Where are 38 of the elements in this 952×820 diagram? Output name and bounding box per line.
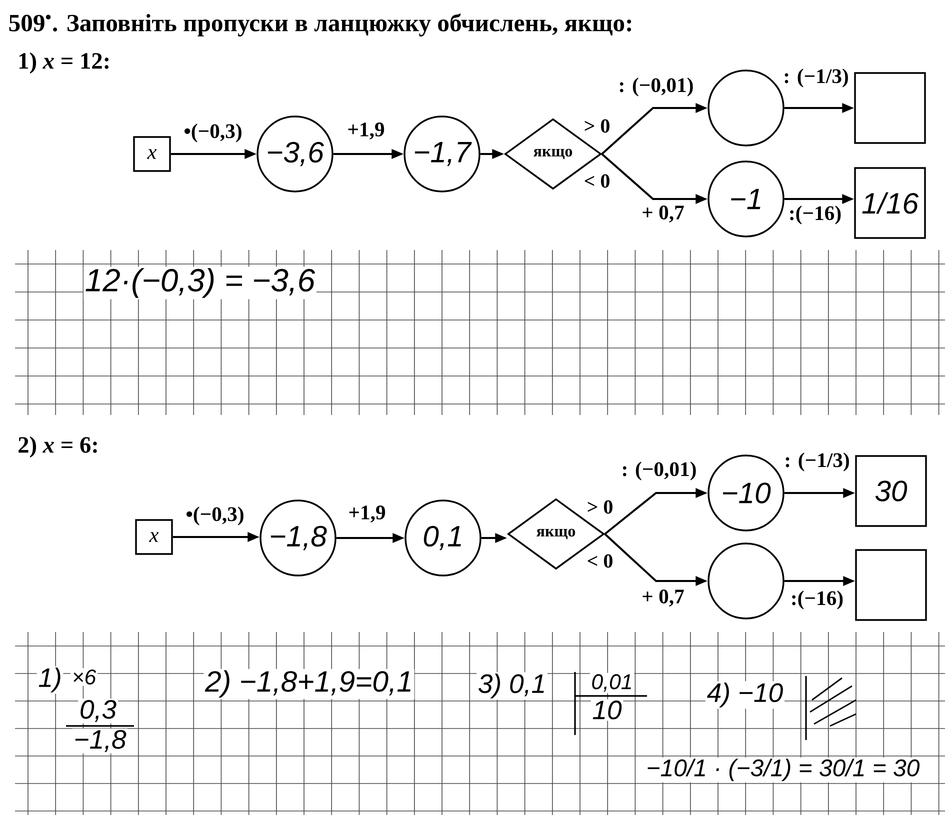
task-label: 1) x = 12:	[19, 52, 108, 74]
condition-label: < 0	[588, 554, 612, 568]
answer-box	[854, 72, 926, 144]
answer-box: 1/16	[854, 167, 926, 239]
handwritten-text: 4) −10	[706, 681, 785, 709]
handwritten-text: 0,01	[590, 672, 634, 694]
variable-box: x	[135, 519, 173, 555]
edge-label: + 0,7	[640, 588, 686, 608]
task-heading: 509$^{•}$. Заповніть пропуски в ланцюжку обчислень, якщо:	[9, 13, 632, 36]
edge-label: : (−1/3)	[782, 451, 852, 473]
edge-label: +1,9	[346, 504, 388, 524]
edge-label: + 0,7	[640, 204, 686, 224]
answer-box: 30	[855, 455, 927, 527]
edge-label: : (−0,01)	[620, 460, 698, 482]
edge-label: : (−1/3)	[782, 67, 850, 89]
handwritten-text: 1)	[36, 666, 64, 694]
handwritten-text: −10/1 · (−3/1) = 30/1 = 30	[644, 757, 922, 782]
edge-label: +1,9	[346, 121, 386, 141]
handwritten-text: 0,3	[78, 698, 118, 724]
condition-label: > 0	[584, 119, 610, 133]
handwritten-text: 12·(−0,3) = −3,6	[83, 266, 317, 300]
edge-label: •(−0,3)	[184, 505, 246, 527]
variable-box: x	[133, 136, 171, 172]
edge-label: •(−0,3)	[182, 122, 244, 144]
handwritten-text: 2) −1,8+1,9=0,1	[204, 669, 414, 699]
edge-label: :(−16)	[789, 589, 845, 611]
answer-circle	[708, 542, 784, 620]
task-label: 2) x = 6:	[18, 436, 97, 458]
edge-label: :(−16)	[787, 204, 843, 226]
condition-label: > 0	[588, 500, 612, 514]
condition-label: < 0	[584, 174, 610, 188]
handwritten-text: 3) 0,1	[476, 672, 548, 700]
answer-box	[855, 549, 927, 621]
handwritten-text: ×6	[70, 668, 98, 686]
handwritten-text: −1,8	[72, 728, 128, 754]
handwritten-text: 10	[590, 699, 624, 721]
edge-label: : (−0,01)	[616, 76, 696, 98]
answer-circle	[708, 70, 784, 146]
